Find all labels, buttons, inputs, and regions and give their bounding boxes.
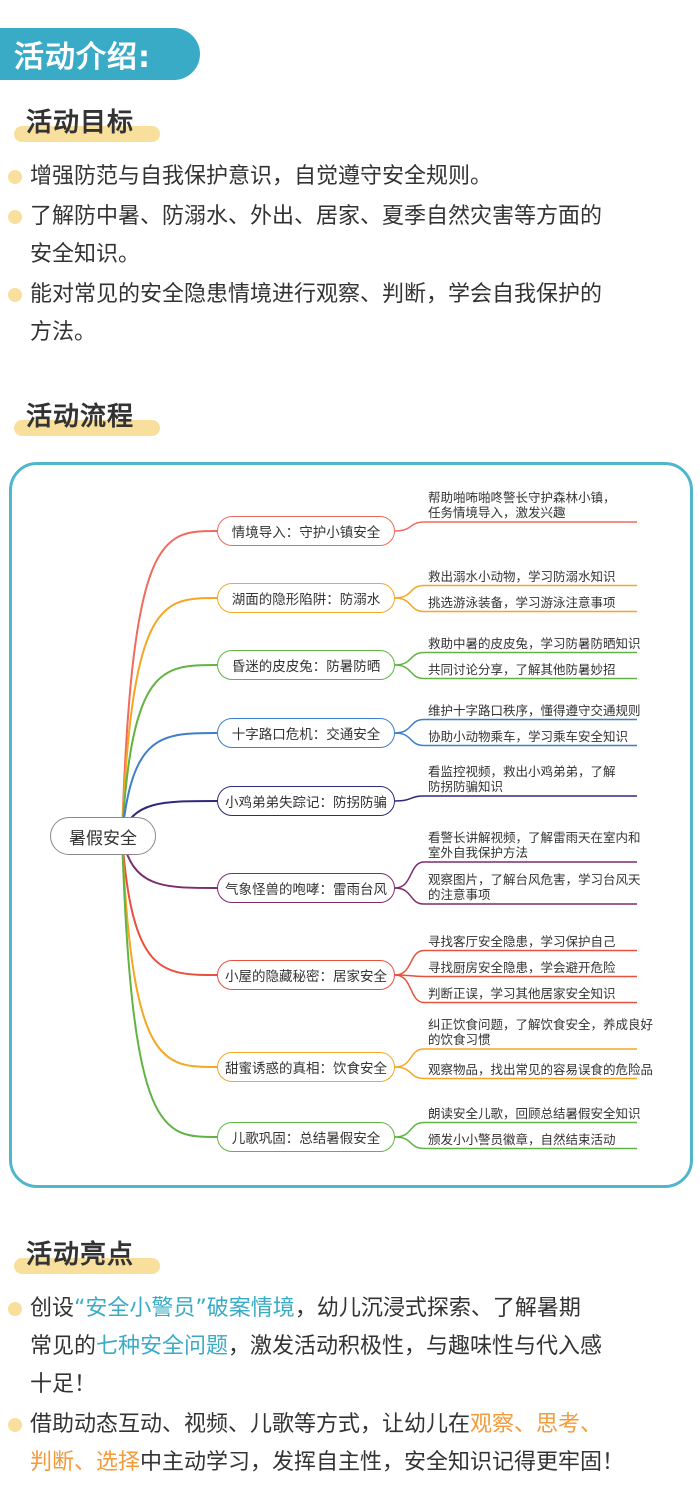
mind-map-leaf-line: 挑选游泳装备，学习游泳注意事项 [428, 594, 616, 610]
mind-map-leaf-line: 帮助啪咘啪咚警长守护森林小镇， [428, 490, 616, 505]
mind-map-leaf: 救出溺水小动物，学习防溺水知识 [428, 569, 616, 584]
mind-map-leaf: 看监控视频，救出小鸡弟弟，了解防拐防骗知识 [428, 764, 616, 794]
branch-connector [121, 732, 218, 837]
mind-map-leaf-line: 协助小动物乘车，学习乘车安全知识 [428, 728, 629, 744]
mind-map-leaf-line: 的饮食习惯 [428, 1032, 491, 1047]
leaf-connector [394, 584, 637, 599]
mind-map-branch: 情境导入：守护小镇安全 [217, 516, 395, 546]
mind-map-leaf-line: 共同讨论分享，了解其他防暑妙招 [428, 661, 616, 677]
mind-map-leaf-line: 任务情境导入，激发兴趣 [428, 505, 566, 520]
leaf-connector [394, 1121, 637, 1138]
branch-connector [121, 835, 218, 1138]
mind-map-leaf-line: 寻找客厅安全隐患，学习保护自己 [428, 933, 616, 949]
mind-map-leaf-line: 救助中暑的皮皮兔，学习防暑防晒知识 [428, 635, 641, 651]
highlights-heading: 活动亮点 [14, 1236, 160, 1276]
mind-map-branch: 甜蜜诱惑的真相：饮食安全 [217, 1052, 395, 1082]
leaf-connector [394, 1048, 637, 1068]
mind-map-branch: 儿歌巩固：总结暑假安全 [217, 1122, 395, 1152]
goals-list: 增强防范与自我保护意识，自觉遵守安全规则。 了解防中暑、防溺水、外出、居家、夏季… [6, 158, 696, 354]
mind-map-leaf-line: 防拐防骗知识 [428, 779, 504, 794]
leaf-connector [394, 651, 637, 666]
mind-map-leaf: 判断正误，学习其他居家安全知识 [428, 986, 616, 1001]
leaf-connector [394, 861, 637, 889]
goals-heading: 活动目标 [14, 104, 160, 144]
leaf-connector [394, 732, 637, 747]
mind-map-leaf-line: 颁发小小警员徽章，自然结束活动 [428, 1131, 616, 1147]
leaf-connector [394, 974, 637, 978]
mind-map-leaf: 看警长讲解视频，了解雷雨天在室内和室外自我保护方法 [428, 830, 641, 860]
mind-map-leaf: 寻找客厅安全隐患，学习保护自己 [428, 934, 616, 949]
leaf-connector [394, 664, 637, 680]
mind-map-branch: 湖面的隐形陷阱：防溺水 [217, 583, 395, 613]
mind-map-leaf-line: 室外自我保护方法 [428, 845, 529, 860]
mind-map-branch: 昏迷的皮皮兔：防暑防晒 [217, 650, 395, 680]
mind-map-leaf: 观察图片，了解台风危害，学习台风天的注意事项 [428, 872, 641, 902]
highlights-list: 创设“安全小警员”破案情境，幼儿沉浸式探索、了解暑期常见的七种安全问题，激发活动… [6, 1290, 696, 1484]
mind-map: 暑假安全 情境导入：守护小镇安全 帮助啪咘啪咚警长守护森林小镇，任务情境导入，激发… [9, 462, 693, 1188]
leaf-connector [394, 1066, 637, 1080]
bullet-dot-icon [8, 288, 22, 302]
leaf-connector [394, 949, 637, 976]
flow-heading: 活动流程 [14, 398, 160, 438]
mind-map-leaf-line: 看监控视频，救出小鸡弟弟，了解 [428, 764, 616, 779]
mind-map-leaf: 共同讨论分享，了解其他防暑妙招 [428, 662, 616, 677]
mind-map-leaf-line: 看警长讲解视频，了解雷雨天在室内和 [428, 830, 641, 845]
mind-map-leaf-line: 朗读安全儿歌，回顾总结暑假安全知识 [428, 1105, 641, 1121]
branch-connector [121, 530, 218, 837]
intro-banner-title: 活动介绍: [14, 40, 151, 75]
bullet-dot-icon [8, 210, 22, 224]
leaf-connector [394, 795, 637, 802]
mind-map-leaf-line: 维护十字路口秩序，懂得遵守交通规则 [428, 702, 641, 718]
bullet-dot-icon [8, 170, 22, 184]
leaf-connector [394, 718, 637, 734]
branch-connector [121, 835, 218, 1068]
mind-map-leaf: 挑选游泳装备，学习游泳注意事项 [428, 595, 616, 610]
highlight-item: 创设“安全小警员”破案情境，幼儿沉浸式探索、了解暑期常见的七种安全问题，激发活动… [6, 1290, 696, 1404]
branch-connector [121, 835, 218, 976]
leaf-connector [394, 887, 637, 905]
mind-map-leaf-line: 救出溺水小动物，学习防溺水知识 [428, 568, 616, 584]
mind-map-branch: 气象怪兽的咆哮：雷雨台风 [217, 873, 395, 903]
intro-banner: 活动介绍: [0, 28, 200, 80]
mind-map-leaf: 颁发小小警员徽章，自然结束活动 [428, 1132, 616, 1147]
bullet-dot-icon [8, 1302, 22, 1316]
mind-map-leaf-line: 观察物品，找出常见的容易误食的危险品 [428, 1061, 654, 1077]
goal-item: 了解防中暑、防溺水、外出、居家、夏季自然灾害等方面的安全知识。 [6, 198, 696, 274]
leaf-connector [394, 597, 637, 613]
highlight-item: 借助动态互动、视频、儿歌等方式，让幼儿在观察、思考、判断、选择中主动学习，发挥自… [6, 1406, 696, 1482]
mind-map-leaf: 维护十字路口秩序，懂得遵守交通规则 [428, 703, 641, 718]
mind-map-branch: 小屋的隐藏秘密：居家安全 [217, 960, 395, 990]
mind-map-root: 暑假安全 [50, 817, 156, 855]
branch-connector [121, 597, 218, 837]
leaf-connector [394, 974, 637, 1004]
mind-map-leaf: 纠正饮食问题，了解饮食安全，养成良好的饮食习惯 [428, 1017, 653, 1047]
mind-map-branch: 小鸡弟弟失踪记：防拐防骗 [217, 786, 395, 816]
mind-map-leaf-line: 纠正饮食问题，了解饮食安全，养成良好 [428, 1017, 654, 1032]
mind-map-leaf-line: 寻找厨房安全隐患，学会避开危险 [428, 959, 616, 975]
mind-map-leaf: 帮助啪咘啪咚警长守护森林小镇，任务情境导入，激发兴趣 [428, 490, 616, 520]
mind-map-leaf: 协助小动物乘车，学习乘车安全知识 [428, 729, 628, 744]
leaf-connector [394, 521, 637, 532]
mind-map-branch: 十字路口危机：交通安全 [217, 718, 395, 748]
mind-map-leaf-line: 判断正误，学习其他居家安全知识 [428, 985, 616, 1001]
mind-map-leaf: 救助中暑的皮皮兔，学习防暑防晒知识 [428, 636, 641, 651]
mind-map-leaf: 观察物品，找出常见的容易误食的危险品 [428, 1062, 653, 1077]
mind-map-leaf-line: 观察图片，了解台风危害，学习台风天 [428, 872, 641, 887]
mind-map-leaf: 朗读安全儿歌，回顾总结暑假安全知识 [428, 1106, 641, 1121]
goal-item: 增强防范与自我保护意识，自觉遵守安全规则。 [6, 158, 696, 196]
leaf-connector [394, 1136, 637, 1150]
branch-connector [121, 664, 218, 837]
mind-map-leaf: 寻找厨房安全隐患，学会避开危险 [428, 960, 616, 975]
mind-map-leaf-line: 的注意事项 [428, 887, 491, 902]
goal-item: 能对常见的安全隐患情境进行观察、判断，学会自我保护的方法。 [6, 276, 696, 352]
bullet-dot-icon [8, 1418, 22, 1432]
